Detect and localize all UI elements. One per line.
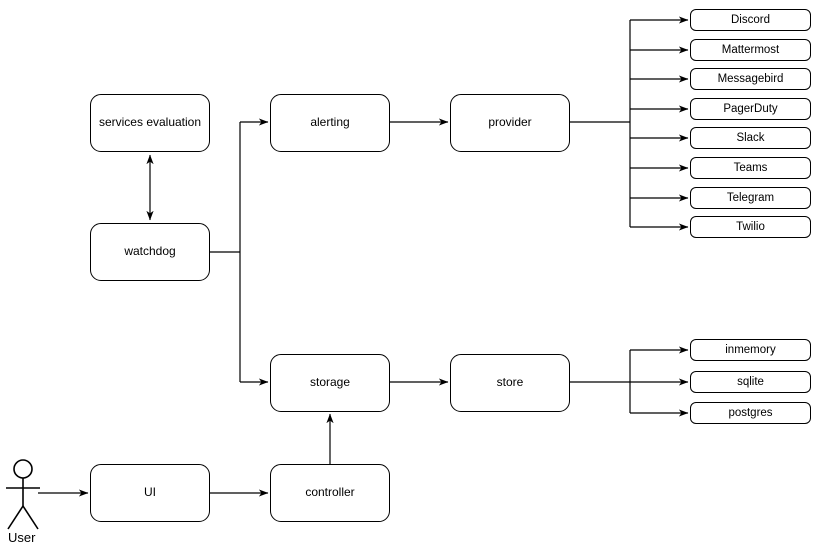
node-storage[interactable]: storage	[270, 354, 390, 412]
node-store-inmemory[interactable]: inmemory	[690, 339, 811, 361]
node-store-sqlite[interactable]: sqlite	[690, 371, 811, 393]
node-label: controller	[305, 485, 355, 500]
node-provider-slack[interactable]: Slack	[690, 127, 811, 149]
node-provider-mattermost[interactable]: Mattermost	[690, 39, 811, 61]
node-label: Slack	[736, 131, 765, 144]
node-services-evaluation[interactable]: services evaluation	[90, 94, 210, 152]
node-provider-twilio[interactable]: Twilio	[690, 216, 811, 238]
edge-store-fanout-spine	[570, 350, 631, 413]
node-store-postgres[interactable]: postgres	[690, 402, 811, 424]
node-label: Telegram	[726, 191, 775, 204]
node-label: sqlite	[737, 375, 764, 388]
user-actor-icon	[6, 459, 40, 530]
node-watchdog[interactable]: watchdog	[90, 223, 210, 281]
node-label: Messagebird	[717, 72, 784, 85]
edge-provider-fanout-spine	[570, 20, 631, 227]
node-provider-pagerduty[interactable]: PagerDuty	[690, 98, 811, 120]
node-alerting[interactable]: alerting	[270, 94, 390, 152]
node-label: alerting	[310, 115, 350, 130]
node-label: storage	[309, 375, 351, 390]
node-label: Discord	[731, 13, 770, 26]
node-label: Mattermost	[721, 43, 780, 56]
node-provider-discord[interactable]: Discord	[690, 9, 811, 31]
node-provider-messagebird[interactable]: Messagebird	[690, 68, 811, 90]
node-ui[interactable]: UI	[90, 464, 210, 522]
node-label: UI	[144, 485, 156, 500]
node-label: Teams	[733, 161, 768, 174]
node-provider-telegram[interactable]: Telegram	[690, 187, 811, 209]
node-provider-teams[interactable]: Teams	[690, 157, 811, 179]
node-label: Twilio	[736, 220, 765, 233]
node-label: inmemory	[725, 343, 776, 356]
node-provider[interactable]: provider	[450, 94, 570, 152]
node-label: services evaluation	[98, 115, 202, 130]
node-label: store	[496, 375, 524, 390]
node-label: postgres	[728, 406, 773, 419]
node-controller[interactable]: controller	[270, 464, 390, 522]
node-label: PagerDuty	[723, 102, 778, 115]
node-store[interactable]: store	[450, 354, 570, 412]
node-label: watchdog	[124, 244, 176, 259]
node-label: provider	[488, 115, 532, 130]
user-actor-label: User	[8, 530, 36, 545]
